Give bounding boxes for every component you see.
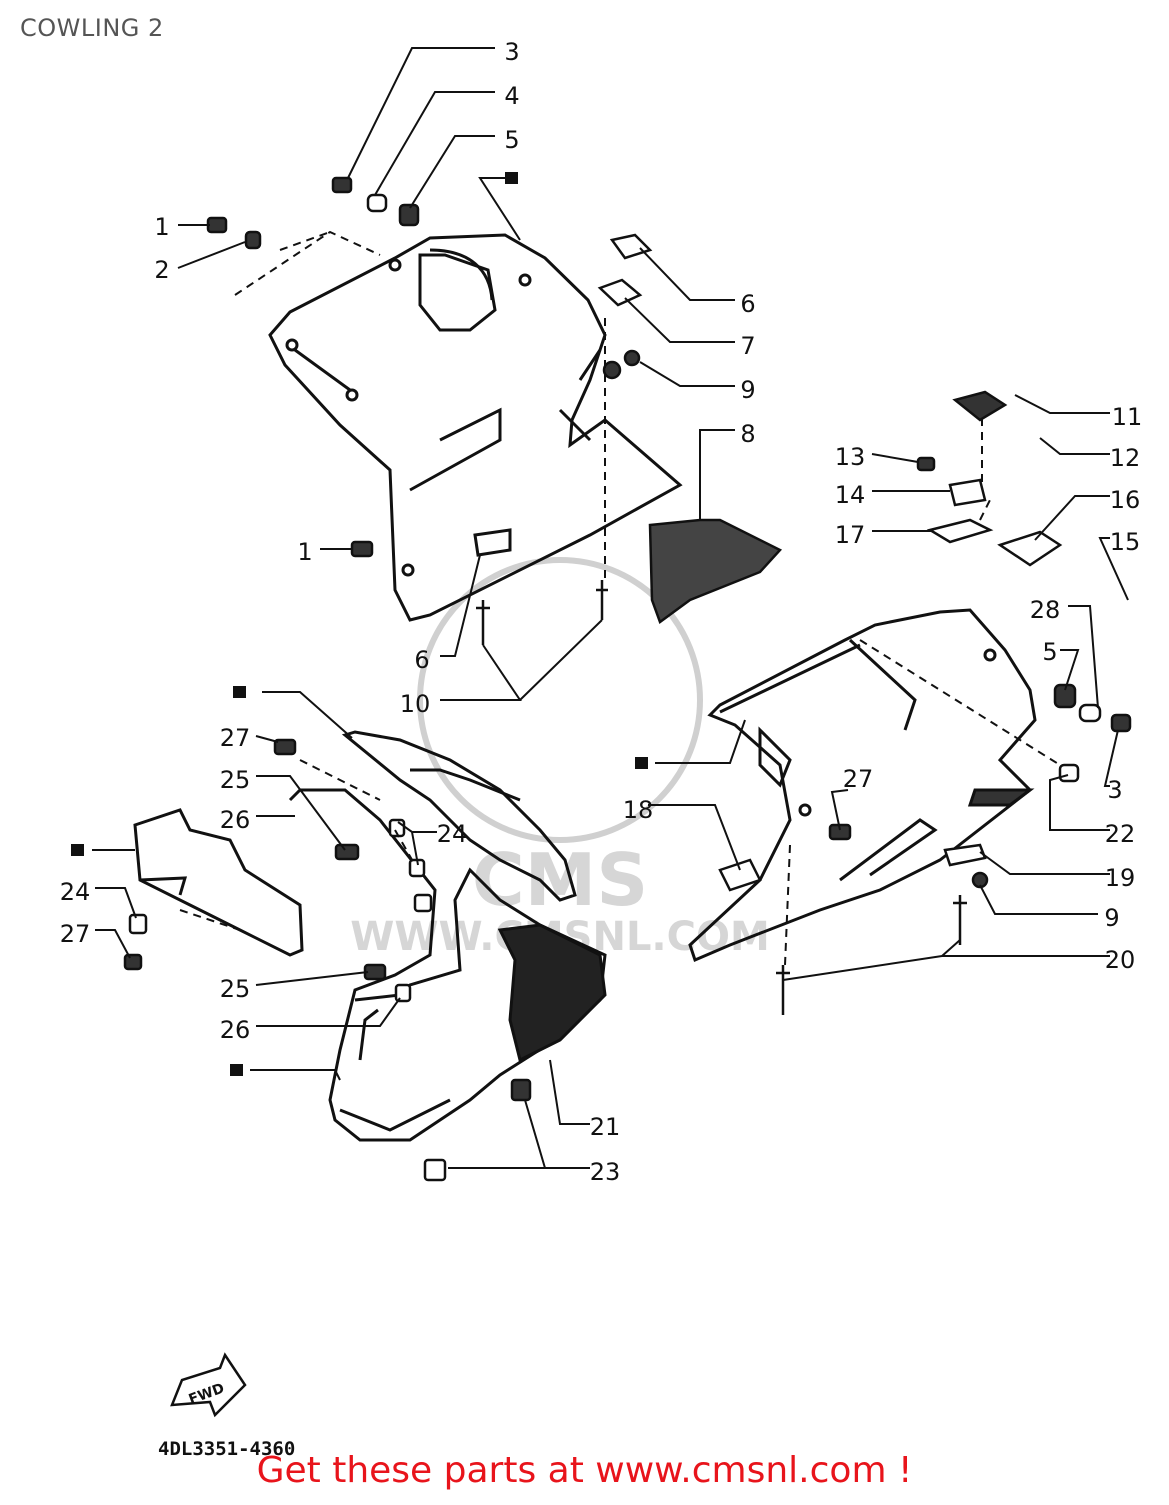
drawing-code: 4DL3351-4360 — [158, 1438, 296, 1460]
non-serviceable-marker-icon — [230, 1064, 243, 1076]
callout-leader-line — [979, 851, 1110, 875]
marker-leader-line — [250, 1069, 341, 1081]
assembly-lines — [179, 230, 1061, 966]
callout-label-6: 6 — [414, 646, 429, 674]
callout-label-24: 24 — [60, 878, 91, 906]
callout-leader-line — [440, 619, 603, 701]
callout-label-14: 14 — [835, 481, 866, 509]
callout-label-23: 23 — [590, 1158, 621, 1186]
fwd-arrow-icon: FWD — [170, 1352, 247, 1418]
marker-leader-line — [262, 691, 353, 739]
callout-leader-line — [624, 297, 735, 343]
callout-leader-line — [1039, 437, 1110, 455]
callout-label-21: 21 — [590, 1113, 621, 1141]
callout-label-27: 27 — [843, 765, 874, 793]
callout-label-1: 1 — [297, 538, 312, 566]
callout-leader-line — [979, 884, 1098, 915]
callout-label-8: 8 — [740, 420, 755, 448]
callout-label-15: 15 — [1110, 528, 1141, 556]
marker-leader-line — [655, 719, 746, 764]
callout-label-13: 13 — [835, 443, 866, 471]
callout-leader-line — [639, 361, 735, 387]
callout-leader-line — [95, 887, 137, 919]
callout-label-18: 18 — [623, 796, 654, 824]
callout-label-20: 20 — [1105, 946, 1136, 974]
callout-leader-line — [549, 1059, 590, 1125]
callout-leader-line — [409, 135, 495, 209]
callout-leader-line — [255, 971, 369, 986]
callout-label-7: 7 — [740, 332, 755, 360]
callout-label-24: 24 — [437, 820, 468, 848]
callout-leader-line — [448, 1099, 590, 1169]
watermark-logo-text: CMS — [472, 838, 648, 922]
callout-label-10: 10 — [400, 690, 431, 718]
marker-leader-line — [478, 177, 521, 241]
callout-label-3: 3 — [1107, 776, 1122, 804]
callout-leader-line — [1098, 537, 1129, 601]
callout-label-25: 25 — [220, 975, 251, 1003]
callout-label-12: 12 — [1110, 444, 1141, 472]
callout-leader-line — [256, 775, 346, 851]
callout-leader-line — [639, 247, 735, 301]
fwd-label: FWD — [187, 1380, 227, 1408]
callout-leader-line — [177, 241, 246, 269]
callout-label-17: 17 — [835, 521, 866, 549]
callout-leader-line — [95, 929, 131, 959]
lower-left-cowling — [133, 730, 607, 1142]
callout-label-26: 26 — [220, 1016, 251, 1044]
callout-label-28: 28 — [1030, 596, 1061, 624]
lower-right-cowling — [688, 608, 1037, 963]
inner-panel-part-8 — [648, 518, 783, 624]
callout-leader-line — [699, 429, 735, 520]
callout-label-22: 22 — [1105, 820, 1136, 848]
push-rivets — [476, 580, 967, 1015]
callout-label-25: 25 — [220, 766, 251, 794]
callout-label-4: 4 — [504, 82, 519, 110]
callout-label-26: 26 — [220, 806, 251, 834]
callout-leader-line — [1103, 729, 1119, 787]
callout-leader-line — [1049, 774, 1110, 831]
callout-label-9: 9 — [1104, 904, 1119, 932]
callout-leader-line — [1014, 394, 1110, 414]
callout-leader-line — [374, 91, 495, 196]
fasteners — [123, 176, 1132, 1182]
callout-leader-line — [1068, 605, 1099, 709]
callout-leader-line — [830, 789, 849, 831]
upper-side-cowling — [268, 233, 683, 622]
non-serviceable-marker-icon — [635, 757, 648, 769]
callout-leader-line — [648, 804, 741, 871]
page-title: COWLING 2 — [20, 14, 164, 42]
callout-leader-line — [255, 735, 279, 743]
non-serviceable-marker-icon — [505, 172, 518, 184]
callout-leader-line — [1060, 649, 1080, 691]
callout-label-9: 9 — [740, 376, 755, 404]
callout-leader-line — [347, 47, 495, 179]
callout-leader-line — [440, 554, 481, 657]
callout-leader-line — [871, 453, 919, 463]
callout-label-2: 2 — [154, 256, 169, 284]
callout-label-16: 16 — [1110, 486, 1141, 514]
callout-label-27: 27 — [60, 920, 91, 948]
callout-label-5: 5 — [504, 126, 519, 154]
callout-label-27: 27 — [220, 724, 251, 752]
callout-leader-line — [1034, 495, 1110, 541]
callout-leader-line — [782, 939, 1110, 981]
non-serviceable-marker-icon — [233, 686, 246, 698]
callout-label-19: 19 — [1105, 864, 1136, 892]
callout-leader-line — [397, 821, 437, 866]
callout-label-1: 1 — [154, 213, 169, 241]
non-serviceable-marker-icon — [71, 844, 84, 856]
callout-label-5: 5 — [1042, 638, 1057, 666]
footer-link[interactable]: Get these parts at www.cmsnl.com ! — [256, 1450, 913, 1491]
callout-label-11: 11 — [1112, 403, 1143, 431]
callout-leader-line — [256, 997, 401, 1027]
callout-label-6: 6 — [740, 290, 755, 318]
callout-label-3: 3 — [504, 38, 519, 66]
